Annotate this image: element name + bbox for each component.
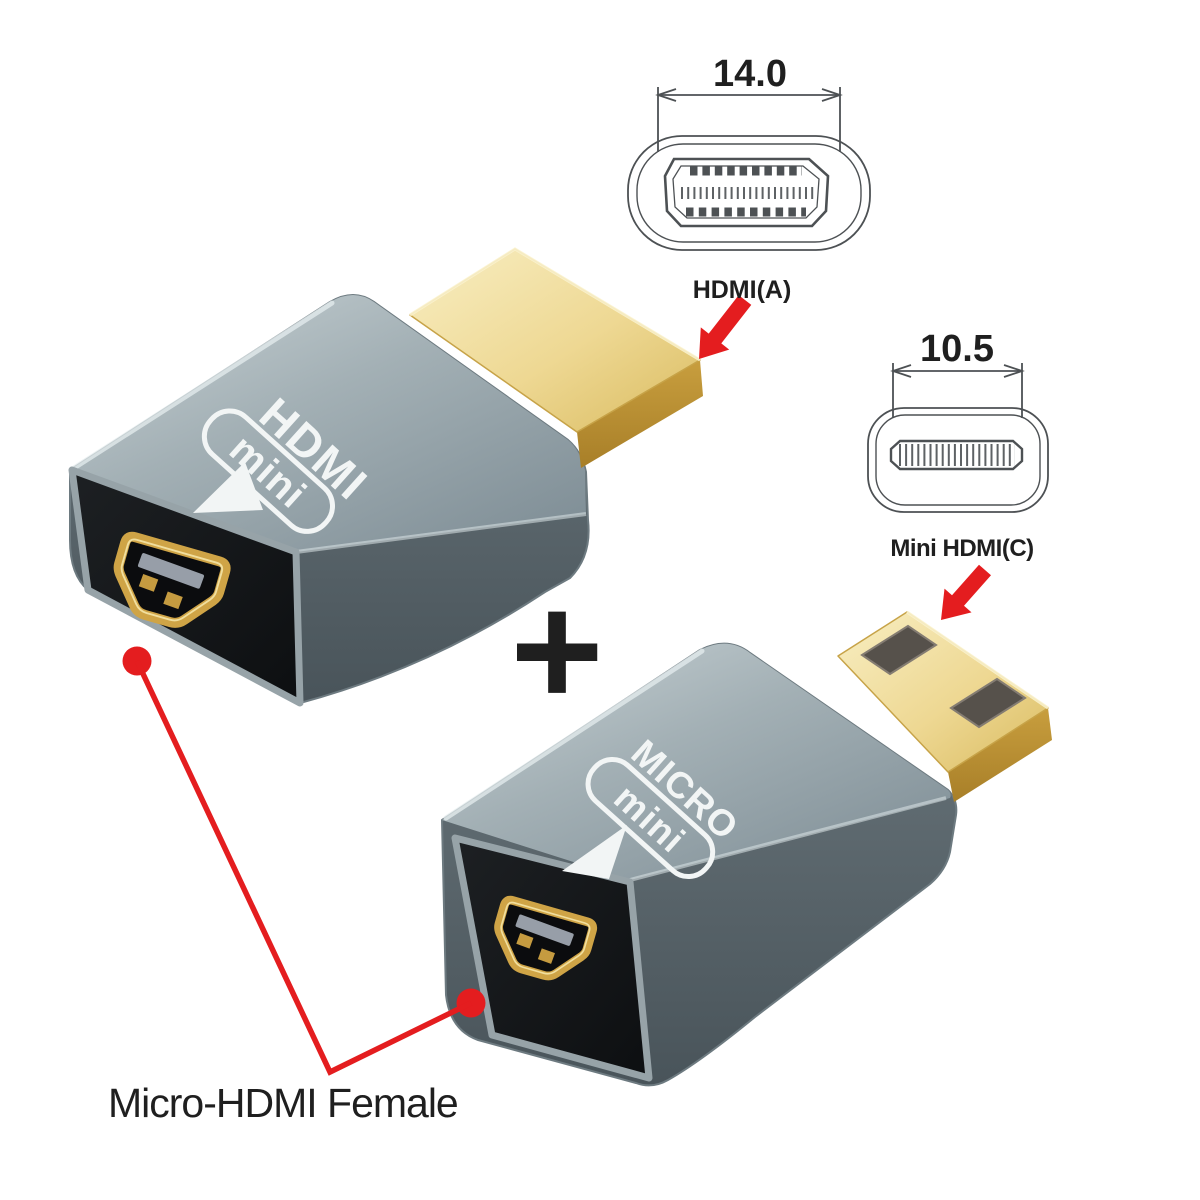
adapter-hdmi-mini-front-edge-highlight xyxy=(295,512,587,554)
adapter-micro-mini-front-edge-highlight xyxy=(629,796,947,882)
adapter-micro-mini-top-face xyxy=(442,643,951,880)
hdmi-male-plug xyxy=(409,247,703,468)
dimension-value-mini-c: 10.5 xyxy=(920,328,994,370)
red-annotations xyxy=(122,295,991,1018)
callout-line xyxy=(134,659,473,1076)
red-arrow-hdmi-a-icon xyxy=(699,295,752,359)
adapter-micro-mini xyxy=(441,610,1052,1087)
mini-hdmi-c-connector-drawing xyxy=(867,407,1049,513)
plus-sign: + xyxy=(510,561,603,740)
dimension-value-hdmi-a: 14.0 xyxy=(713,53,787,95)
mini-plug-contact-window-2 xyxy=(949,677,1027,729)
connector-line-drawings xyxy=(627,87,1049,513)
adapter-micro-mini-edge-highlight xyxy=(443,648,705,821)
brand-triangle-icon-1 xyxy=(193,462,263,513)
mini-hdmi-male-plug xyxy=(837,610,1052,802)
red-arrow-mini-c-icon xyxy=(941,564,991,620)
adapter-hdmi-mini xyxy=(68,247,703,707)
mini-hdmi-c-label: Mini HDMI(C) xyxy=(890,535,1033,562)
brand-mini-outline-2 xyxy=(585,756,716,880)
adapter-hdmi-mini-edge-highlight xyxy=(71,300,335,471)
mini-plug-contact-window-1 xyxy=(860,624,938,676)
adapter-hdmi-mini-top-face xyxy=(70,295,586,552)
diagram-labels: 14.0 HDMI(A) 10.5 Mini HDMI(C) + Micro-H… xyxy=(108,53,1034,1126)
dimension-lines-10-5 xyxy=(890,363,1025,418)
brand-triangle-icon-2 xyxy=(562,825,627,879)
micro-hdmi-female-label: Micro-HDMI Female xyxy=(108,1080,458,1126)
hdmi-a-label: HDMI(A) xyxy=(693,276,792,304)
dimension-lines-14 xyxy=(655,87,843,152)
hdmi-a-connector-drawing xyxy=(627,135,871,251)
